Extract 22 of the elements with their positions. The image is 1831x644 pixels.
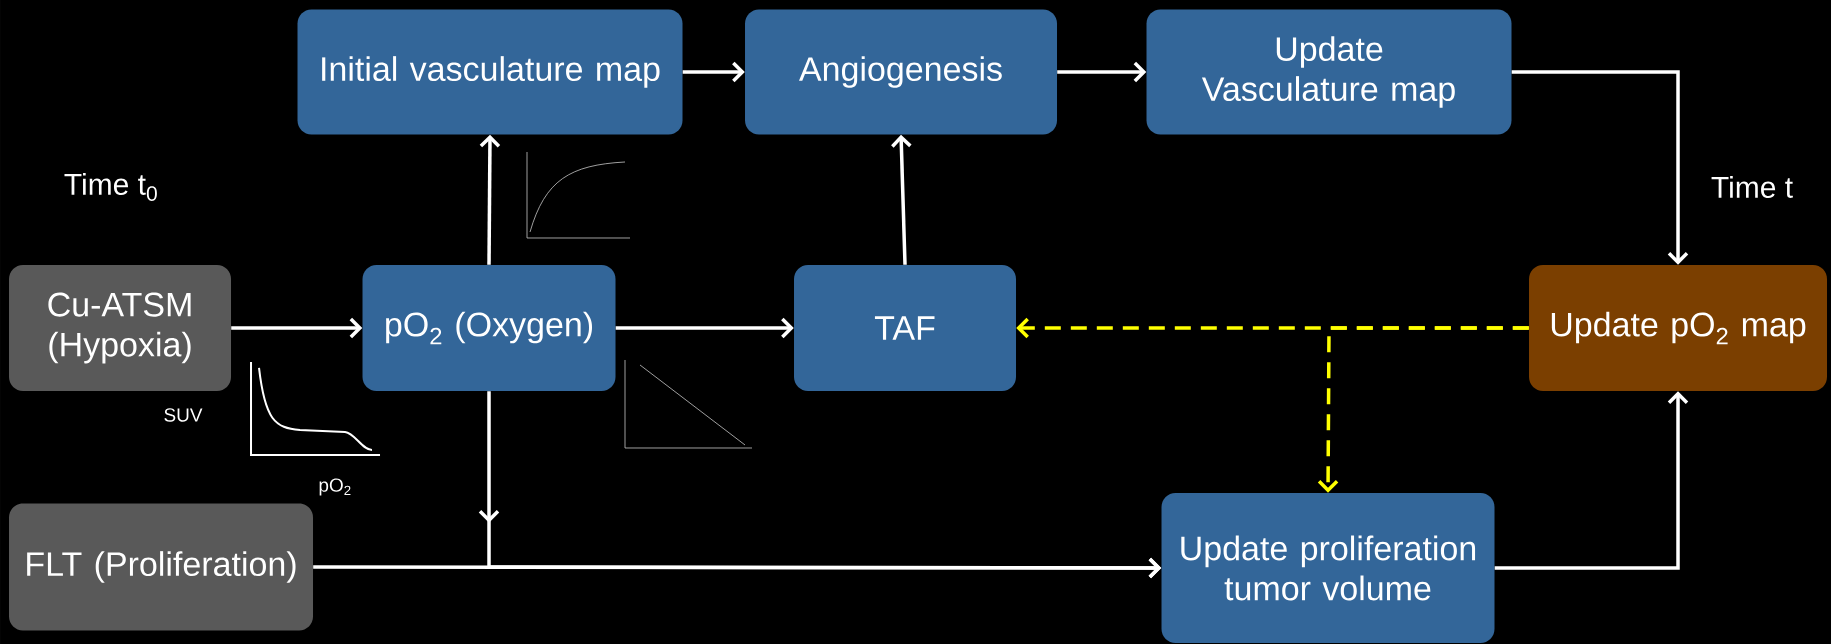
input-box: FLT (Proliferation) (9, 503, 313, 631)
input-box: Cu-ATSM (Hypoxia) (9, 265, 231, 391)
arrow (615, 317, 794, 339)
arrow (1511, 70, 1689, 265)
process-box: Update Vasculature map (1146, 9, 1512, 135)
time-label: Time t (1711, 175, 1793, 198)
arrow (479, 134, 501, 265)
arrow (682, 61, 745, 83)
arrow (1057, 61, 1147, 83)
process-box: TAF (794, 265, 1016, 391)
process-box: pO$_{2}$ (Oxygen) (362, 265, 616, 391)
process-box: Update proliferation tumor volume (1161, 493, 1495, 643)
arrow (1494, 391, 1689, 570)
time-label: Time t$_{0}$ (64, 172, 157, 201)
arrow (231, 317, 363, 339)
process-box: Initial vasculature map (297, 9, 683, 135)
axis-label: pO$_{2}$ (319, 478, 351, 496)
arrow (313, 557, 1162, 579)
output-box: Update pO$_{2}$ map (1529, 265, 1827, 391)
arrow (891, 134, 912, 265)
arrow (1317, 326, 1529, 493)
process-box: Angiogenesis (745, 9, 1057, 135)
